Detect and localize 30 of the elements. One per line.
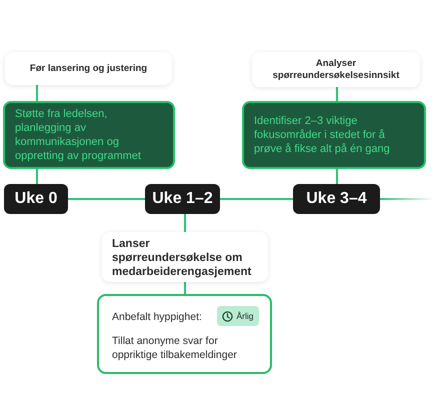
frequency-badge [217,306,259,326]
task-text: Støtte fra ledelsen, planlegging av kommunikasjonen og oppretting av programmet [15,107,142,163]
phase-card [5,52,172,85]
phase-title: Før lansering og justering [30,62,148,74]
task-text: Identifiser 2–3 viktige fokusområder i stedet for å prøve å fikse alt på én gang [254,114,391,156]
week-label: Uke 1–2 [152,190,213,208]
week-box [4,184,68,214]
connector-line [184,214,186,232]
connector-line [380,198,434,200]
phase-title: Analyser spørreundersøkelsesinnsikt [272,58,400,82]
task-box [242,101,426,169]
connector-line [336,87,338,101]
phase-title: Lanser spørreundersøkelse om medarbeiderengasjement [112,237,252,279]
badge-label: Årlig [236,311,254,321]
week-box [293,184,380,214]
info-text: Tillat anonyme svar for oppriktige tilbakemeldinger [112,335,238,362]
task-box [3,101,175,169]
week-label: Uke 3–4 [306,190,367,208]
connector-line [220,198,293,200]
connector-line [36,85,38,101]
phase-card [252,52,420,87]
connector-line [184,282,186,294]
week-box [145,184,220,214]
connector-line [336,169,338,184]
connector-line [36,169,38,184]
connector-line [68,198,145,200]
info-text: Anbefalt hyppighet: [112,311,202,324]
info-box [97,294,272,374]
week-label: Uke 0 [14,190,58,208]
phase-card [102,232,268,282]
